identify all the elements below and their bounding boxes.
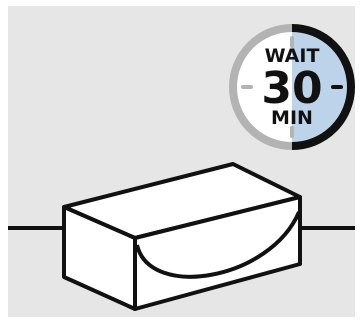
timer-bottom-label: MIN: [271, 107, 313, 129]
stopwatch-icon: WAIT 30 MIN: [233, 28, 351, 146]
